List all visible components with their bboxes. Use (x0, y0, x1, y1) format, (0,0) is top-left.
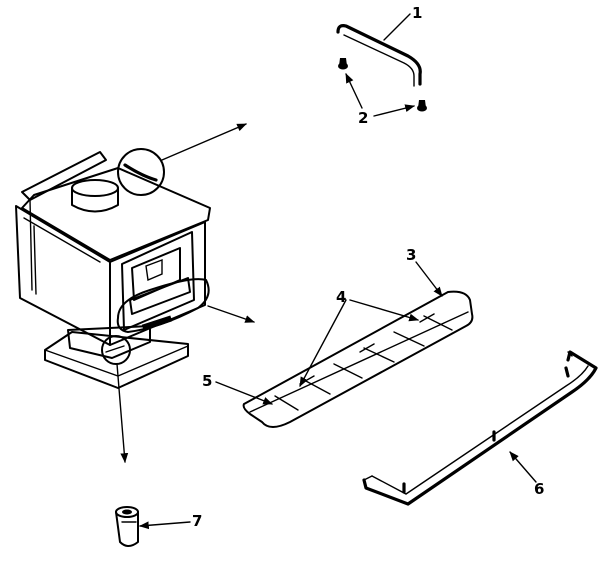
stove-door-lip (129, 277, 191, 315)
callout-4: 4 (336, 288, 346, 306)
callout-5: 5 (202, 372, 212, 390)
part-handle (336, 24, 422, 87)
detail-circle-front-lip (116, 278, 210, 333)
callout-7: 7 (192, 512, 202, 530)
part-screw-left (338, 58, 348, 70)
part-leg-leveler (115, 506, 139, 547)
leader-2-right (373, 104, 415, 117)
detail-circle-top-handle (117, 148, 165, 196)
wood-stove (15, 148, 211, 389)
stove-front-face (109, 221, 206, 346)
stove-rear-shield (21, 151, 107, 201)
callout-6: 6 (534, 480, 544, 498)
flue-collar (71, 187, 119, 213)
leader-arrow-top (161, 123, 247, 161)
stove-top (21, 167, 211, 261)
stove-base-plate (44, 331, 189, 389)
leader-arrow-front (207, 305, 255, 323)
detail-circle-base-leg (101, 335, 131, 365)
part-ash-lip-tray (242, 290, 474, 428)
leader-2-left (345, 73, 363, 109)
part-bottom-rail (362, 350, 598, 506)
stove-door-frame (121, 231, 195, 331)
leader-arrow-bottom (116, 363, 129, 463)
callout-2: 2 (358, 109, 368, 127)
callout-1: 1 (412, 4, 422, 22)
part-screw-right (417, 100, 427, 112)
callout-3: 3 (406, 246, 416, 264)
flue-collar-top (71, 179, 119, 197)
